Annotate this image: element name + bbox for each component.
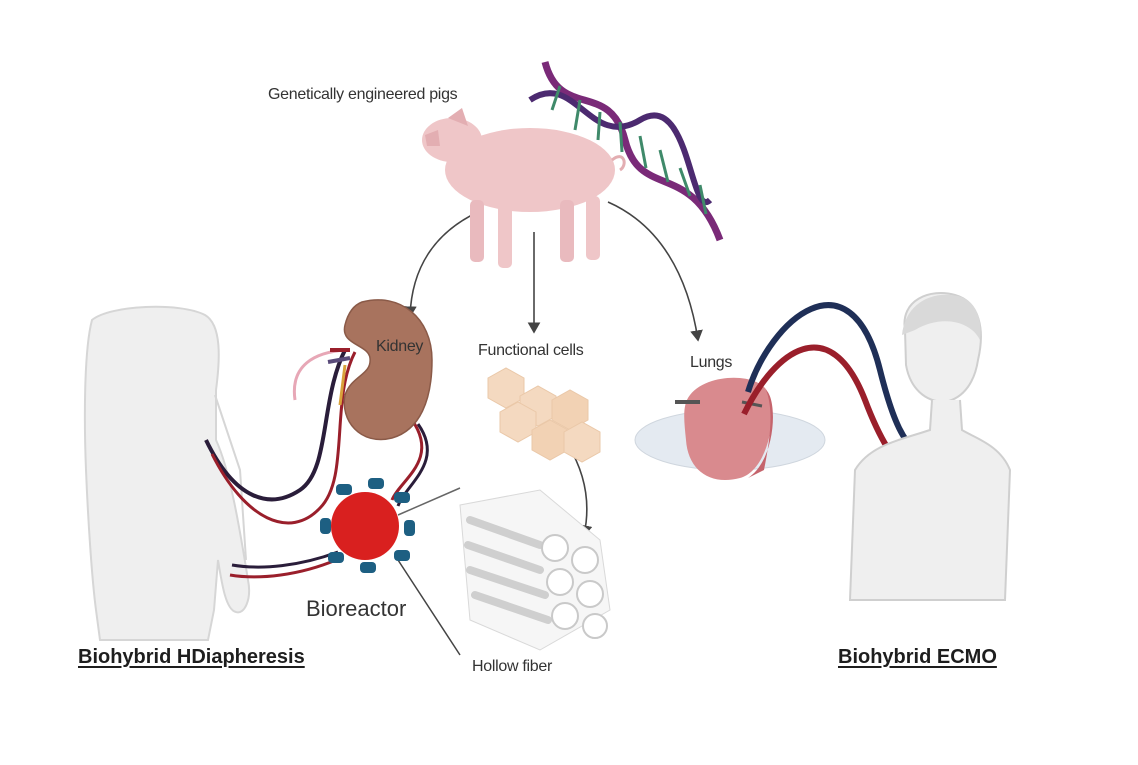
pointer-fiber-top — [397, 487, 461, 516]
pig-icon — [422, 108, 626, 268]
hollow-fiber-icon — [459, 489, 611, 651]
arrow-pig-to-kidney — [403, 211, 479, 318]
bioreactor-icon — [320, 478, 415, 573]
cells-icon — [487, 367, 601, 463]
label-lungs: Lungs — [690, 354, 733, 371]
title-biohybrid-hdiapheresis: Biohybrid HDiapheresis — [78, 646, 305, 668]
label-pigs: Genetically engineered pigs — [268, 86, 458, 103]
title-biohybrid-ecmo: Biohybrid ECMO — [838, 646, 997, 668]
label-hollow-fiber: Hollow fiber — [472, 658, 552, 675]
label-bioreactor: Bioreactor — [306, 596, 407, 621]
dna-icon — [528, 61, 724, 242]
arrow-pig-to-lungs — [607, 201, 703, 342]
pointer-fiber-bottom — [397, 559, 461, 656]
human-bust-icon — [848, 292, 1012, 601]
human-body-icon — [83, 305, 250, 641]
label-kidney: Kidney — [376, 338, 424, 355]
label-functional-cells: Functional cells — [478, 342, 584, 359]
lung-icon — [634, 377, 826, 481]
kidney-icon — [327, 299, 433, 441]
